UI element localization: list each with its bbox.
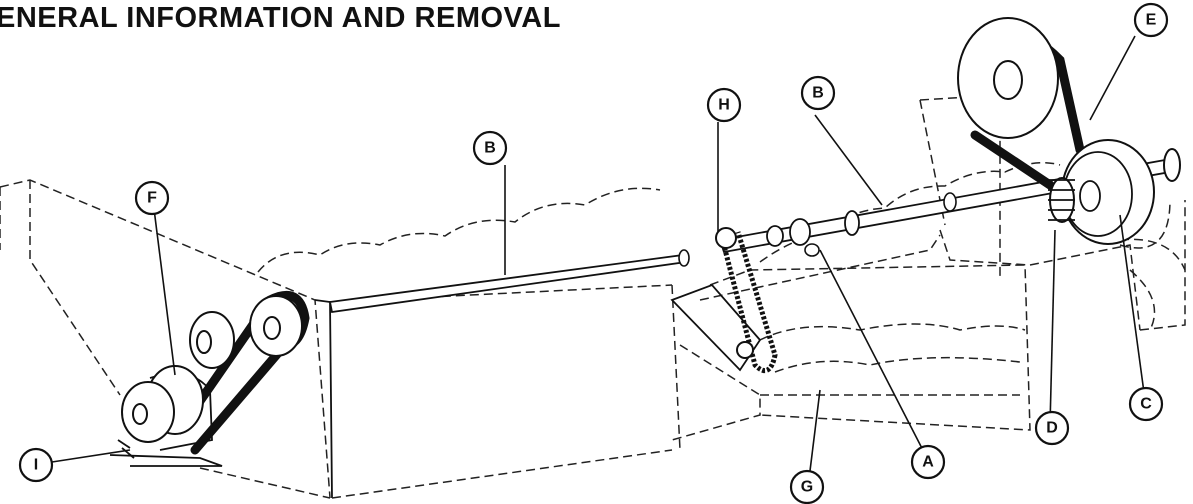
center-coupling (766, 210, 860, 257)
callout-e: E (1133, 2, 1169, 38)
svg-text:F: F (147, 190, 157, 207)
svg-text:G: G (801, 479, 813, 496)
section-heading: ENERAL INFORMATION AND REMOVAL (0, 2, 561, 34)
callout-g: G (789, 469, 825, 504)
svg-text:D: D (1046, 420, 1058, 437)
callout-d: D (1034, 410, 1070, 446)
svg-text:H: H (718, 97, 730, 114)
svg-text:B: B (812, 85, 824, 102)
callout-f: F (134, 180, 170, 216)
callout-h: H (706, 87, 742, 123)
trough-housing (314, 94, 1186, 499)
svg-text:I: I (34, 457, 38, 474)
slip-clutch (1048, 177, 1075, 223)
left-drive-assembly (109, 291, 310, 467)
auger-shaft-left (328, 249, 690, 314)
callout-c: C (1128, 386, 1164, 422)
callout-b-left: B (472, 130, 508, 166)
leader-lines (51, 35, 1146, 488)
chain-drive (670, 227, 778, 374)
svg-text:A: A (922, 454, 934, 471)
callout-b-right: B (800, 75, 836, 111)
left-end-panel (0, 179, 331, 499)
svg-text:B: B (484, 140, 496, 157)
right-drive-assembly (957, 17, 1181, 249)
svg-text:C: C (1140, 396, 1152, 413)
callout-a: A (910, 444, 946, 480)
callout-i: I (18, 447, 54, 483)
svg-text:E: E (1146, 12, 1157, 29)
